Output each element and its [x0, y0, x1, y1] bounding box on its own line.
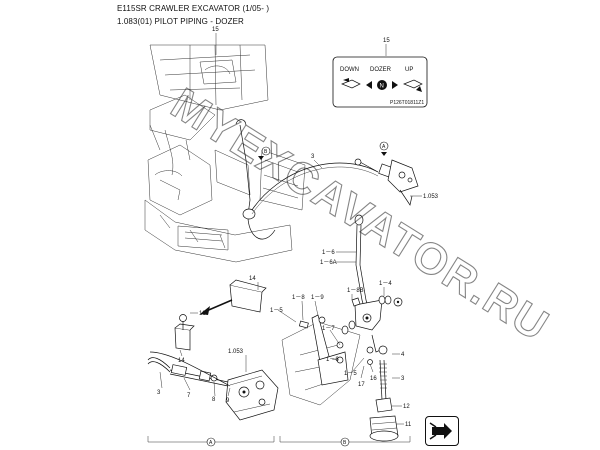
callout-1-8: 1－8 [292, 295, 305, 301]
balloon-b-upper: B [264, 149, 268, 155]
callout-1-6A: 1－6A [320, 260, 337, 266]
decal-down-label: DOWN [340, 67, 359, 73]
callout-1-9: 1－9 [311, 295, 324, 301]
balloon-markers: B A [258, 141, 389, 160]
balloon-a-upper: A [382, 144, 386, 150]
callout-7: 7 [187, 393, 191, 399]
cable-3-upper [251, 162, 379, 211]
bracket-14 [174, 279, 267, 351]
page-subtitle: 1.083(01) PILOT PIPING - DOZER [117, 17, 244, 26]
bracket-assembly [281, 314, 386, 406]
callouts: 15 15 3 1.053 1－6 1－6A 14 1－8 1－9 1－8B 1… [157, 27, 439, 428]
callout-8: 8 [212, 397, 216, 403]
section-markers: A B [147, 436, 411, 447]
dozer-lever-rod [354, 214, 383, 331]
callout-1-4: 1－4 [379, 281, 392, 287]
decal-neutral: N [380, 84, 384, 90]
cable-3-lower [149, 351, 231, 387]
callout-4: 4 [401, 352, 405, 358]
callout-1-6: 1－6 [322, 250, 335, 256]
callout-1053-lower: 1.053 [228, 349, 244, 355]
valve-1053-upper [354, 158, 419, 206]
callout-1-8B: 1－8B [347, 288, 364, 294]
arrow-left-icon [366, 81, 372, 89]
machine-frame [144, 44, 306, 263]
callout-10: 10 [199, 311, 206, 317]
arrow-right-icon [429, 422, 452, 440]
threaded-rod-bellows [369, 345, 399, 442]
callout-15: 15 [212, 27, 219, 33]
decal-code: P126T01811Z1 [390, 100, 424, 106]
callout-1-5-a: 1－5 [270, 308, 283, 314]
callout-14-upper: 14 [249, 276, 256, 282]
callout-17: 17 [358, 382, 365, 388]
callout-decal-15: 15 [383, 38, 390, 44]
arrow-right-icon [392, 81, 398, 89]
pilot-valve-lower [147, 357, 279, 421]
dozer-decal: DOWN DOZER UP N P126T01811Z1 [332, 56, 428, 108]
callout-3-right: 3 [401, 376, 405, 382]
callout-16: 16 [370, 376, 377, 382]
callout-3-lower: 3 [157, 390, 161, 396]
next-page-button[interactable] [425, 416, 459, 446]
callout-1-7: 1－7 [322, 326, 335, 332]
callout-12: 12 [403, 404, 410, 410]
section-marker-b: B [343, 440, 347, 446]
leader-lines [159, 33, 422, 425]
section-marker-a: A [209, 440, 213, 446]
callout-1-6-b: 1－6 [326, 357, 339, 363]
dozer-lever-upper [235, 119, 276, 240]
decal-up-label: UP [405, 67, 413, 73]
washers-right [351, 295, 403, 307]
decal-dozer-label: DOZER [370, 67, 392, 73]
callout-1053-upper: 1.053 [423, 194, 439, 200]
callout-1-5-b: 1－5 [344, 371, 357, 377]
callout-11: 11 [405, 422, 412, 428]
callout-3: 3 [311, 154, 315, 160]
page-title: E115SR CRAWLER EXCAVATOR (1/05- ) [117, 4, 270, 13]
callout-9: 9 [226, 398, 230, 404]
callout-14-lower: 14 [178, 358, 185, 364]
